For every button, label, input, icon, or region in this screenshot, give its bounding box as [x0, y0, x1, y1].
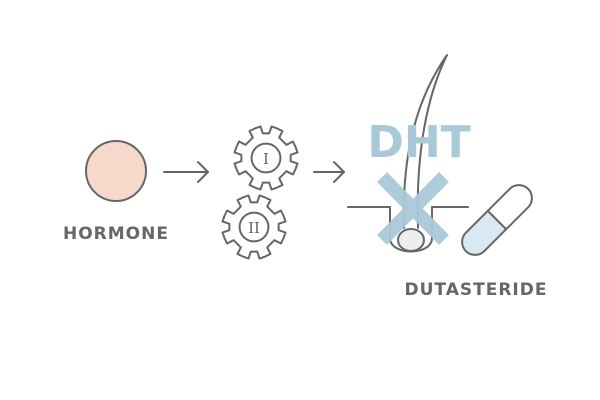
enzyme-2-label: II	[248, 219, 260, 237]
arrow-right-icon	[163, 161, 209, 183]
dht-label: DHT	[367, 117, 470, 168]
enzyme-1-label: I	[263, 150, 269, 168]
dutasteride-label: DUTASTERIDE	[405, 280, 548, 300]
hormone-circle-icon	[85, 140, 147, 202]
x-cross-icon	[377, 172, 449, 245]
capsule-icon	[461, 184, 533, 256]
enzyme-1-gear-icon	[233, 125, 299, 191]
hormone-label: HORMONE	[63, 224, 169, 244]
arrow-right-icon	[313, 161, 345, 183]
enzyme-2-gear-icon	[221, 194, 287, 260]
